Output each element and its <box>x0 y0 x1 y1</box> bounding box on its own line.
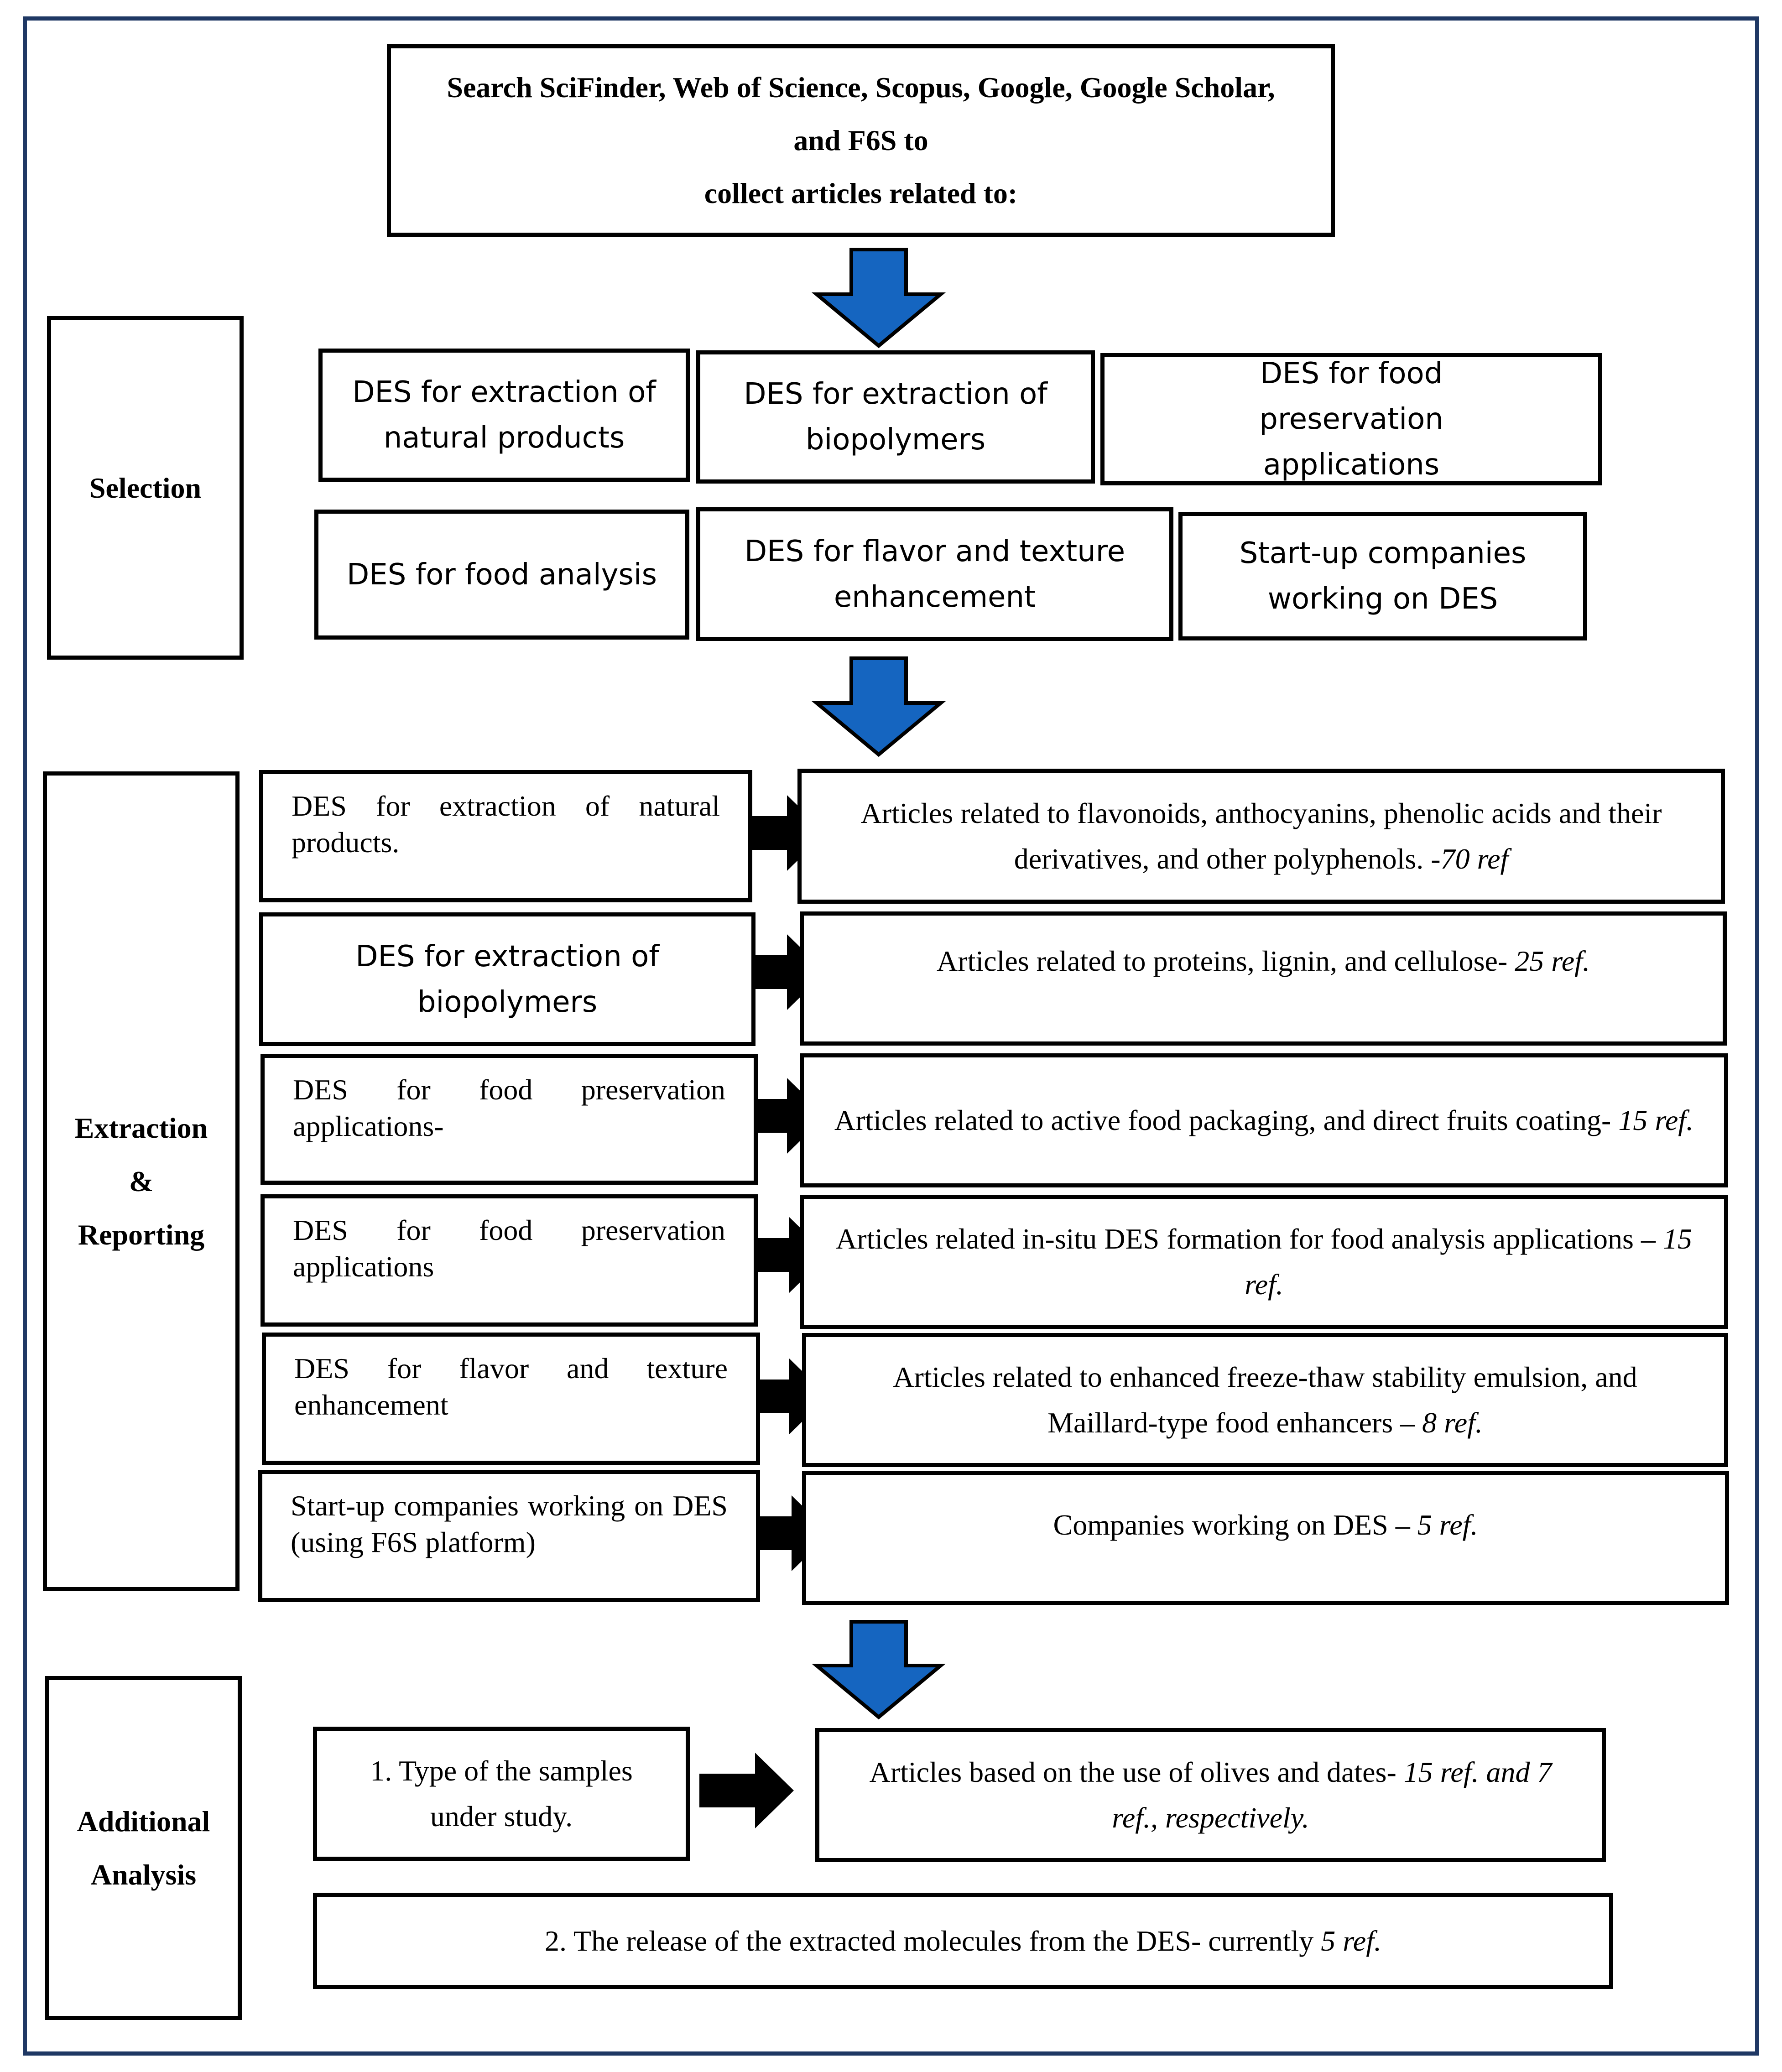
extraction-right-ref: 5 ref. <box>1417 1509 1478 1541</box>
analysis-release-ref: 5 ref. <box>1321 1924 1381 1957</box>
extraction-left-label: DES for food preservation applications- <box>293 1073 725 1142</box>
extraction-left-label: DES for extraction of biopolymers <box>355 939 659 1019</box>
extraction-left-box: DES for extraction of natural products. <box>259 770 752 902</box>
analysis-sample-type-label: 1. Type of the samples under study. <box>370 1754 633 1833</box>
extraction-right-box: Companies working on DES – 5 ref. <box>802 1471 1729 1605</box>
extraction-right-text: Articles related to flavonoids, anthocya… <box>860 797 1662 875</box>
down-arrow-icon <box>811 1620 946 1720</box>
stage-additional-label: Additional <box>77 1805 210 1838</box>
extraction-right-text: Articles related in-situ DES formation f… <box>836 1223 1663 1255</box>
extraction-right-text: Articles related to proteins, lignin, an… <box>937 945 1515 977</box>
stage-additional-analysis: Additional Analysis <box>45 1676 242 2020</box>
extraction-right-box: Articles related to enhanced freeze-thaw… <box>802 1333 1728 1467</box>
stage-extraction-reporting: Extraction & Reporting <box>43 771 240 1591</box>
selection-box-label: DES for food preservation applications <box>1259 357 1443 482</box>
selection-box-biopolymers: DES for extraction of biopolymers <box>696 350 1095 484</box>
extraction-right-ref: -70 ref <box>1431 843 1509 875</box>
analysis-release-text: 2. The release of the extracted molecule… <box>545 1924 1321 1957</box>
extraction-left-label: DES for extraction of natural products. <box>292 790 720 859</box>
selection-box-food-analysis: DES for food analysis <box>314 510 689 640</box>
selection-box-label: DES for food analysis <box>347 557 657 592</box>
analysis-olives-dates-ref: 15 ref. and 7 ref., respectively. <box>1112 1756 1552 1834</box>
analysis-olives-dates-text: Articles based on the use of olives and … <box>869 1756 1404 1788</box>
extraction-right-box: Articles related to proteins, lignin, an… <box>800 911 1727 1046</box>
extraction-left-box: DES for flavor and texture enhancement <box>262 1333 760 1465</box>
analysis-release-box: 2. The release of the extracted molecule… <box>313 1893 1613 1989</box>
extraction-right-box: Articles related to active food packagin… <box>800 1053 1728 1187</box>
extraction-right-ref: 25 ref. <box>1515 945 1590 977</box>
extraction-left-label: DES for food preservation applications <box>293 1214 725 1283</box>
stage-ampersand-label: & <box>129 1165 154 1197</box>
analysis-olives-dates-box: Articles based on the use of olives and … <box>815 1728 1606 1862</box>
extraction-left-box: DES for food preservation applications <box>261 1194 758 1327</box>
selection-box-label: DES for flavor and texture enhancement <box>744 534 1125 614</box>
extraction-right-box: Articles related to flavonoids, anthocya… <box>797 769 1725 904</box>
extraction-left-box: Start-up companies working on DES (using… <box>258 1470 760 1602</box>
extraction-right-ref: 15 ref. <box>1245 1223 1692 1301</box>
extraction-left-box: DES for extraction of biopolymers <box>259 912 756 1046</box>
extraction-right-ref: 15 ref. <box>1618 1104 1694 1136</box>
stage-selection-label: Selection <box>89 472 202 504</box>
stage-analysis-label: Analysis <box>90 1859 197 1891</box>
extraction-right-text: Articles related to enhanced freeze-thaw… <box>893 1361 1637 1439</box>
selection-box-flavor-texture: DES for flavor and texture enhancement <box>696 507 1173 641</box>
analysis-sample-type-box: 1. Type of the samples under study. <box>313 1727 690 1861</box>
stage-selection: Selection <box>47 316 244 660</box>
stage-reporting-label: Reporting <box>78 1218 205 1251</box>
extraction-right-text: Articles related to active food packagin… <box>834 1104 1619 1136</box>
extraction-right-ref: 8 ref. <box>1422 1406 1483 1439</box>
search-sources-line2: and F6S to <box>793 124 928 156</box>
right-arrow-icon <box>699 1753 794 1828</box>
selection-box-label: DES for extraction of natural products <box>352 375 656 455</box>
selection-box-natural-products: DES for extraction of natural products <box>318 349 690 482</box>
extraction-left-label: Start-up companies working on DES (using… <box>291 1489 728 1558</box>
selection-box-label: Start-up companies working on DES <box>1239 536 1527 616</box>
down-arrow-icon <box>811 248 946 349</box>
extraction-left-label: DES for flavor and texture enhancement <box>294 1352 728 1421</box>
extraction-right-text: Companies working on DES – <box>1053 1509 1417 1541</box>
down-arrow-icon <box>811 656 946 757</box>
extraction-right-box: Articles related in-situ DES formation f… <box>800 1195 1728 1329</box>
search-sources-line3: collect articles related to: <box>704 177 1018 209</box>
selection-box-food-preservation: DES for food preservation applications <box>1100 353 1602 485</box>
stage-extraction-label: Extraction <box>74 1112 208 1144</box>
search-sources-line1: Search SciFinder, Web of Science, Scopus… <box>447 71 1275 104</box>
extraction-left-box: DES for food preservation applications- <box>261 1054 758 1185</box>
search-sources-box: Search SciFinder, Web of Science, Scopus… <box>387 44 1335 237</box>
selection-box-label: DES for extraction of biopolymers <box>744 377 1047 457</box>
selection-box-startups: Start-up companies working on DES <box>1178 512 1587 640</box>
